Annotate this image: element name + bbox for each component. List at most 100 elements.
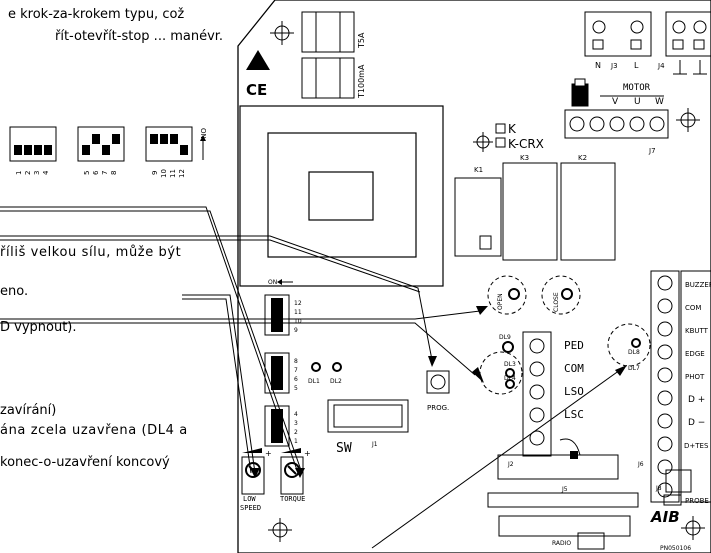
svg-text:+: +: [265, 449, 272, 458]
svg-text:9: 9: [151, 171, 159, 175]
arrow-lines: [0, 206, 621, 549]
j3-label: J3: [610, 62, 618, 70]
svg-text:12: 12: [178, 169, 186, 178]
text-line-1: e krok-za-krokem typu, což: [8, 7, 185, 22]
legend-dip-5-8: [77, 126, 125, 162]
relay-k3: [502, 162, 558, 261]
j6-dtest-label: D+TES: [684, 442, 709, 450]
jumper-k-label: K: [508, 122, 517, 136]
svg-text:6: 6: [92, 170, 100, 175]
svg-text:12: 12: [294, 300, 302, 307]
led-close-label: CLOSE: [553, 292, 560, 312]
sw-label: SW: [336, 441, 352, 456]
arrow-head-low-speed: [250, 468, 260, 478]
legend-dip-1-4: [9, 126, 57, 162]
led-dl1: [311, 362, 321, 372]
ground-symbols: [673, 60, 707, 75]
svg-text:1: 1: [15, 171, 23, 175]
svg-text:8: 8: [294, 358, 298, 365]
radio-slot: [487, 492, 639, 508]
svg-text:1: 1: [294, 438, 298, 445]
mounting-hole-bottom-right: [681, 516, 705, 540]
arrow-head-dl3: [472, 367, 484, 383]
svg-text:11: 11: [294, 309, 302, 316]
svg-text:7: 7: [101, 171, 109, 175]
arrow-head-torque: [295, 468, 305, 478]
svg-text:8: 8: [110, 171, 118, 175]
fuse-t100ma-holder: [301, 57, 355, 99]
radio-label: RADIO: [552, 540, 571, 547]
svg-text:9: 9: [294, 327, 298, 334]
text-line-4: eno.: [0, 284, 29, 299]
led-open: [508, 288, 520, 300]
text-line-3: říliš velkou sílu, může být: [0, 245, 182, 260]
mounting-hole-bottom-left: [268, 518, 292, 542]
prog-button: [426, 370, 450, 394]
j4-label: J4: [657, 62, 665, 70]
dip-on-label: ON: [268, 279, 277, 286]
led-dl4: [505, 379, 515, 389]
led-dl3: [505, 368, 515, 378]
connector-j7: [564, 109, 669, 139]
svg-text:4: 4: [42, 170, 50, 175]
j6-edge-label: EDGE: [685, 350, 705, 358]
jumper-kcrx-label: K-CRX: [508, 137, 544, 151]
connector-j6: [650, 270, 680, 503]
svg-text:6: 6: [294, 376, 298, 383]
arrow-head-prog: [428, 356, 437, 367]
transformer-inner: [267, 132, 417, 258]
j6-label-panel: [680, 270, 711, 503]
j8-label: J8: [655, 485, 662, 492]
j3-l-label: L: [634, 61, 639, 70]
term-lso-label: LSO: [564, 385, 584, 398]
mounting-hole-right: [676, 108, 700, 132]
motor-w-label: W: [655, 97, 664, 107]
j6-dplus-label: D +: [688, 395, 705, 405]
motor-v-label: V: [612, 97, 619, 107]
j6-photo-label: PHOT: [685, 373, 705, 381]
pot-low-label: LOW: [243, 495, 256, 503]
svg-text:3: 3: [294, 420, 298, 427]
dip-switch-5-8: [264, 352, 290, 394]
svg-text:10: 10: [160, 169, 168, 178]
relay-k1-label: K1: [474, 166, 483, 174]
probe-label: PROBE: [685, 497, 709, 505]
j2-label: J2: [507, 461, 514, 468]
led-dl7-dl8-highlight: [607, 323, 651, 367]
board-code: PN050106: [660, 545, 691, 552]
svg-text:3: 3: [33, 171, 41, 175]
led-close: [561, 288, 573, 300]
led-dl3-dl4-highlight: [479, 351, 523, 395]
prog-label: PROG.: [427, 404, 449, 412]
svg-text:+: +: [304, 449, 311, 458]
text-line-7: ána zcela uzavřena (DL4 a: [0, 423, 188, 438]
svg-text:5: 5: [294, 385, 298, 392]
relay-k2-label: K2: [578, 154, 587, 162]
svg-text:2: 2: [294, 429, 298, 436]
term-com-label: COM: [564, 362, 584, 375]
j5-label: J5: [561, 486, 568, 493]
legend-on-label: ON: [199, 128, 207, 139]
pot-torque-label: TORQUE: [280, 495, 305, 503]
j6-label: J6: [637, 461, 644, 468]
led-dl2: [332, 362, 342, 372]
svg-text:10: 10: [294, 318, 302, 325]
relay-k1: [454, 177, 502, 257]
svg-text:4: 4: [294, 411, 298, 418]
connector-j5: [497, 454, 619, 480]
led-dl9-label: DL9: [499, 334, 511, 341]
svg-text:7: 7: [294, 367, 298, 374]
connector-j1: [327, 399, 409, 433]
text-line-8: konec-o-uzavření koncový: [0, 455, 170, 470]
legend-dip-9-12: [145, 126, 193, 162]
text-line-2: řít-otevřít-stop ... manévr.: [55, 29, 224, 44]
arrow-head-open: [476, 306, 488, 315]
led-open-highlight: [487, 275, 527, 315]
led-dl4-label: DL4: [504, 375, 516, 382]
svg-text:11: 11: [169, 169, 177, 178]
fuse-t5a-holder: [301, 11, 355, 53]
connector-j2: [522, 331, 552, 457]
motor-u-label: U: [634, 97, 641, 107]
motor-capacitor: [571, 78, 589, 107]
led-dl9: [502, 341, 514, 353]
